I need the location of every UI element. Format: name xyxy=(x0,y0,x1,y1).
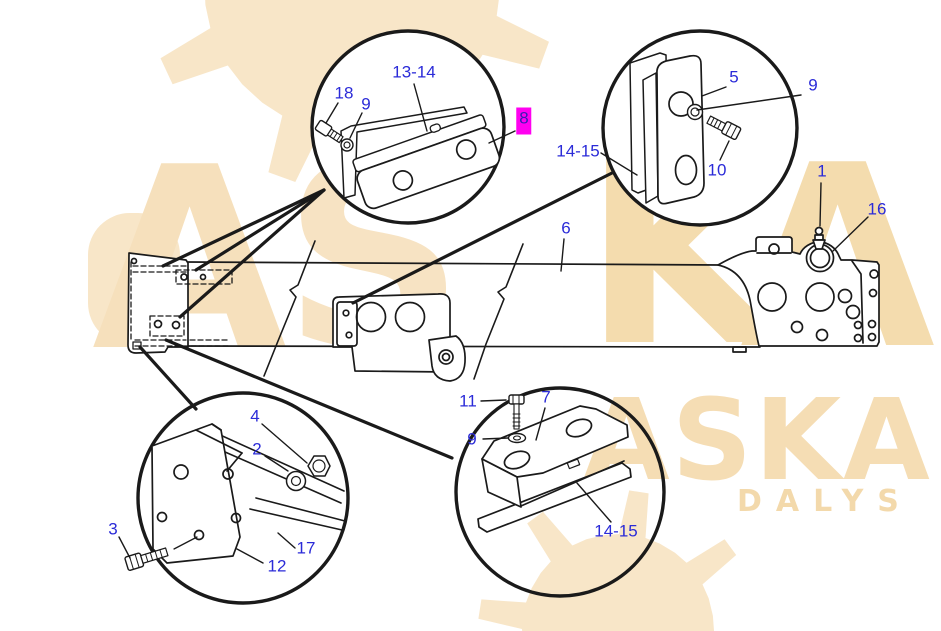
callout-11[interactable]: 11 xyxy=(459,391,477,411)
washer-9 xyxy=(686,103,704,121)
callout-14-15[interactable]: 14-15 xyxy=(556,141,600,161)
bolt-10 xyxy=(706,115,742,140)
callout-10[interactable]: 10 xyxy=(707,160,727,180)
callout-17[interactable]: 17 xyxy=(296,538,316,558)
nut-4 xyxy=(307,455,331,477)
callout-12[interactable]: 12 xyxy=(267,556,287,576)
callout-13-14[interactable]: 13-14 xyxy=(392,62,436,82)
frame-right-end-plate xyxy=(717,236,880,353)
mounting-pad-front xyxy=(481,458,522,508)
backing-plate xyxy=(477,462,632,533)
bolt-3 xyxy=(124,547,169,571)
ear-hole xyxy=(768,243,780,255)
callout-leader-lines xyxy=(118,83,869,564)
washer-9 xyxy=(507,432,527,444)
break-lines xyxy=(263,240,524,380)
detail-view-bracket xyxy=(124,391,350,605)
grease-fitting xyxy=(814,226,824,236)
watermark-tagline: DALYS xyxy=(737,484,913,519)
watermark-brand: ASKA xyxy=(583,376,932,506)
washer-2 xyxy=(285,470,307,492)
frame-rail xyxy=(167,261,761,348)
detail-view-pad-lower xyxy=(454,386,666,598)
callout-5[interactable]: 5 xyxy=(729,67,739,87)
watermark-letter: A xyxy=(92,114,288,407)
bushing-and-fitting xyxy=(805,226,835,273)
washer-9 xyxy=(340,138,354,152)
callout-7[interactable]: 7 xyxy=(541,387,551,407)
detail-pointer-lines xyxy=(138,171,614,460)
bolt-18 xyxy=(314,119,344,144)
mounting-pad-top xyxy=(481,405,629,478)
mid-bracket xyxy=(332,293,466,382)
callout-14-15[interactable]: 14-15 xyxy=(594,521,638,541)
callout-3[interactable]: 3 xyxy=(108,519,118,539)
callout-16[interactable]: 16 xyxy=(867,199,887,219)
callout-4[interactable]: 4 xyxy=(250,406,260,426)
detail-view-pad-upper xyxy=(310,29,506,225)
backing-plate xyxy=(340,106,468,199)
frame-left-end-plate xyxy=(127,252,233,354)
bolt-11 xyxy=(508,394,525,430)
callout-1[interactable]: 1 xyxy=(817,161,827,181)
callout-9[interactable]: 9 xyxy=(361,94,371,114)
callout-2[interactable]: 2 xyxy=(252,439,262,459)
callout-9[interactable]: 9 xyxy=(808,75,818,95)
callout-8[interactable]: 8 xyxy=(516,107,532,135)
callout-18[interactable]: 18 xyxy=(334,83,354,103)
callout-6[interactable]: 6 xyxy=(561,218,571,238)
mounting-pad xyxy=(656,54,705,205)
mounting-pad xyxy=(352,114,501,210)
detail-view-pad-vertical xyxy=(601,29,799,227)
callout-9[interactable]: 9 xyxy=(467,429,477,449)
